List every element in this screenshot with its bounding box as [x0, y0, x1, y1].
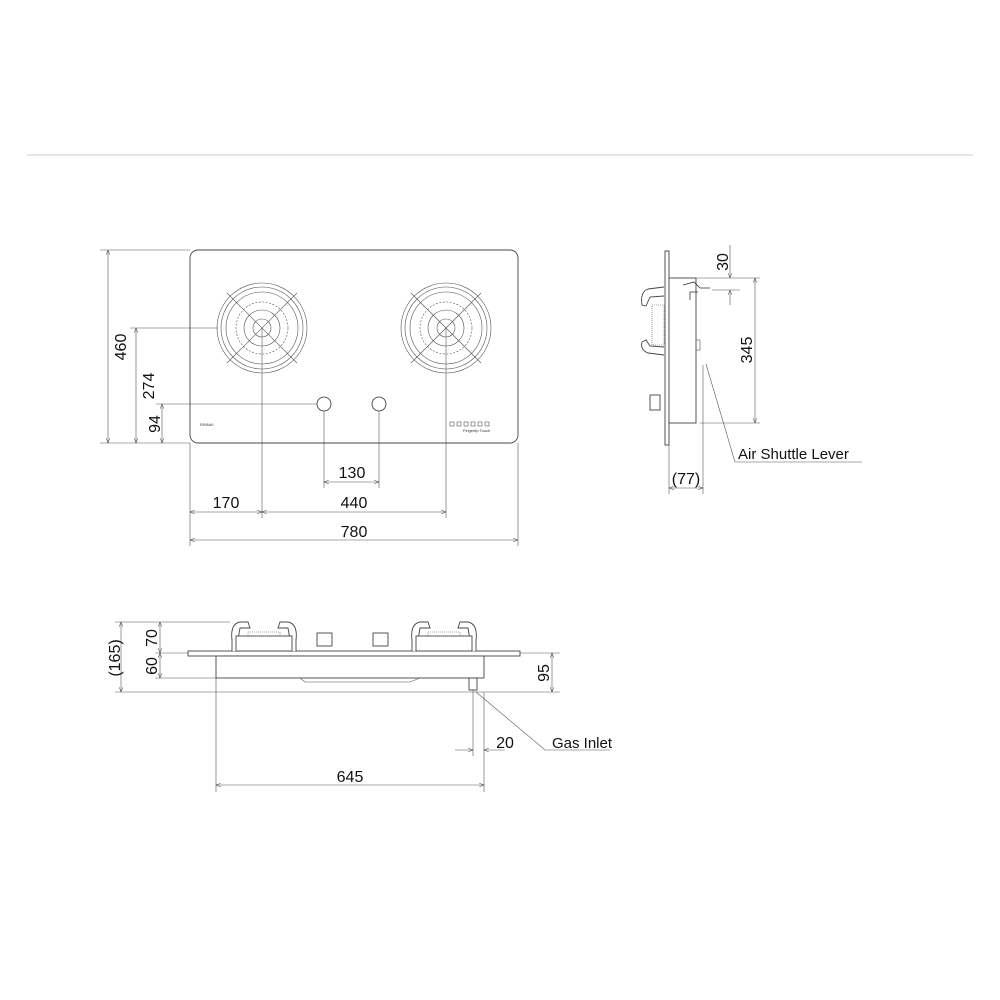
- lever-stub: [695, 339, 701, 351]
- brand-logo: RINNAI: [200, 422, 214, 427]
- glass-top: [187, 650, 521, 657]
- trivet-top: [641, 286, 665, 307]
- dim-460: 460: [113, 334, 130, 361]
- cooktop-outline: [189, 249, 519, 444]
- gas-inlet-fitting: [468, 677, 478, 691]
- dim-30: 30: [715, 253, 732, 271]
- dim-94: 94: [147, 415, 164, 433]
- glass-plate: [664, 250, 670, 446]
- panel-caption: Fingertip Touch: [463, 428, 490, 433]
- gas-inlet-label: Gas Inlet: [552, 735, 613, 752]
- gas-inlet-leader: [475, 691, 610, 751]
- dim-780: 780: [341, 524, 368, 541]
- trivet-bottom: [641, 339, 665, 356]
- air-shuttle-lever-label: Air Shuttle Lever: [738, 446, 849, 463]
- dim-440: 440: [341, 495, 368, 512]
- dim-60: 60: [144, 657, 161, 675]
- dim-77: (77): [672, 471, 700, 488]
- left-knob-front: [316, 632, 333, 647]
- dim-645: 645: [337, 769, 364, 786]
- body-front: [215, 655, 485, 679]
- dim-20: 20: [496, 735, 514, 752]
- gas-valve: [682, 281, 710, 300]
- air-shuttle-leader: [705, 363, 862, 463]
- touch-panel-icons: [449, 421, 490, 427]
- right-burner-front: [411, 621, 477, 652]
- dim-345: 345: [739, 337, 756, 364]
- front-view: (165) 70 60 95 20 645 Gas Inlet: [107, 621, 613, 792]
- dim-130: 130: [339, 465, 366, 482]
- body: [668, 277, 697, 424]
- side-view: 30 345 Air Shuttle Lever (77): [641, 245, 862, 494]
- dim-70: 70: [144, 629, 161, 647]
- burner-side: [651, 304, 665, 346]
- knob-side: [649, 394, 661, 411]
- right-knob-front: [372, 632, 389, 647]
- dim-165: (165): [107, 639, 124, 676]
- top-view: RINNAI Fingertip Touch 460 274 94 130 17…: [100, 249, 519, 546]
- dim-170: 170: [213, 495, 240, 512]
- left-burner-front: [231, 621, 297, 652]
- dim-95: 95: [536, 664, 553, 682]
- dim-274: 274: [141, 373, 158, 400]
